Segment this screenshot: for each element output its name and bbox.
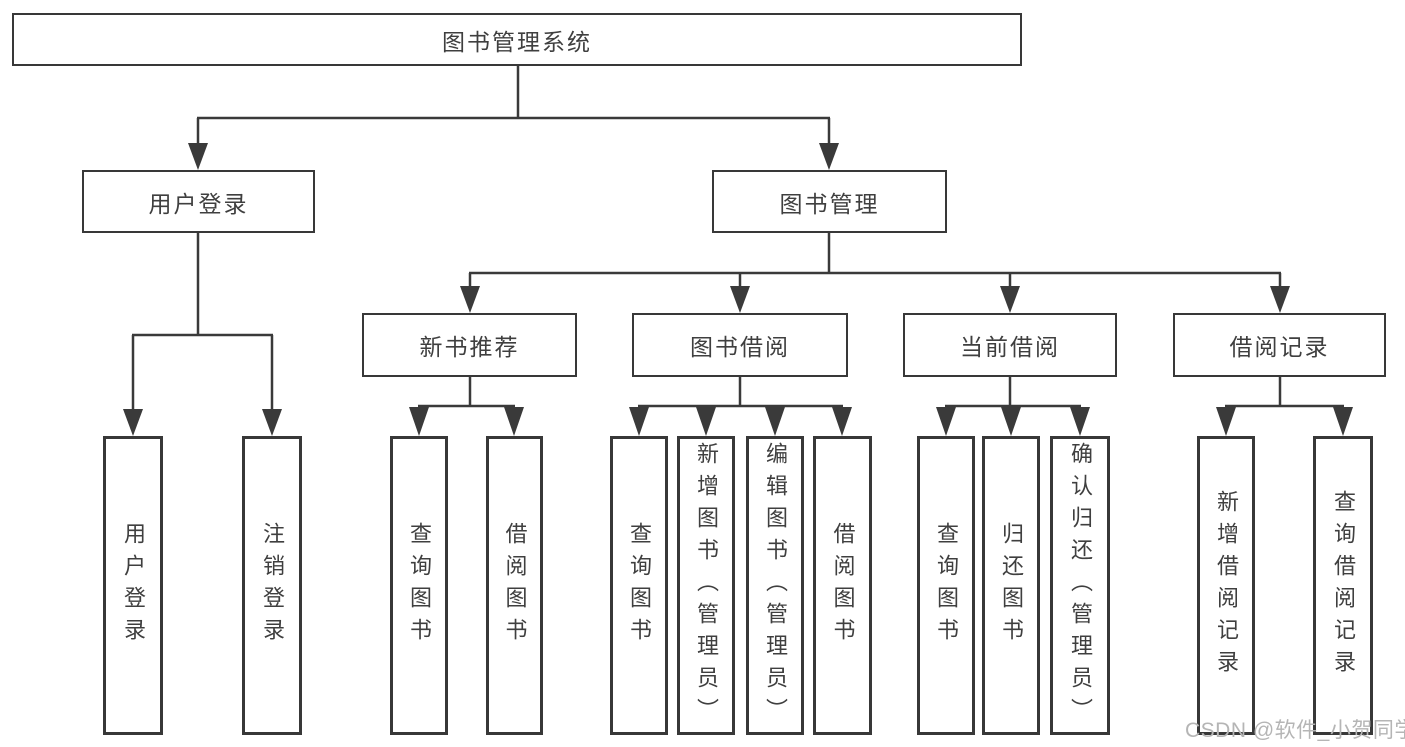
node-label: 查询借阅记录 [1331,489,1356,682]
connector-user-login-children [123,233,282,436]
node-book-management: 图书管理 [712,170,947,233]
connector-book-management-children [460,233,1290,313]
node-label: 图书管理 [779,190,880,217]
node-label: 注销登录 [260,521,285,650]
node-library-management-system: 图书管理系统 [12,13,1022,66]
node-label: 借阅图书 [830,521,856,650]
leaf-query-books-current: 查询图书 [917,436,975,735]
node-label: 查询图书 [407,521,432,650]
leaf-confirm-return-admin: 确认归还（管理员） [1050,436,1110,735]
node-label: 新增借阅记录 [1214,489,1239,682]
leaf-borrow-books-borrow: 借阅图书 [813,436,872,735]
node-book-borrowing: 图书借阅 [632,313,848,377]
leaf-add-borrow-record: 新增借阅记录 [1197,436,1255,735]
node-label: 借阅图书 [502,521,528,650]
node-label: 用户登录 [148,190,249,217]
leaf-edit-book-admin: 编辑图书（管理员） [746,436,804,735]
node-label: 新增图书（管理员） [694,441,719,730]
leaf-query-books-borrow: 查询图书 [610,436,668,735]
leaf-add-book-admin: 新增图书（管理员） [677,436,735,735]
connector-borrow-records-children [1216,377,1353,436]
csdn-watermark: CSDN @软件_小贺同学 [1185,719,1405,742]
node-borrowing-records: 借阅记录 [1173,313,1386,377]
node-label: 图书借阅 [690,334,790,360]
connector-new-book-children [409,377,524,436]
connector-root-to-level2 [188,66,839,170]
leaf-logout: 注销登录 [242,436,302,735]
node-label: 查询图书 [934,521,959,650]
node-new-book-recommendation: 新书推荐 [362,313,577,377]
node-label: 图书管理系统 [442,28,592,55]
leaf-return-book: 归还图书 [982,436,1040,735]
node-label: 查询图书 [627,521,652,650]
node-current-borrowing: 当前借阅 [903,313,1117,377]
node-label: 新书推荐 [419,334,520,360]
leaf-query-books-newbook: 查询图书 [390,436,448,735]
node-label: 借阅记录 [1229,334,1330,360]
node-label: 归还图书 [999,521,1024,650]
node-label: 当前借阅 [960,334,1060,360]
node-user-login: 用户登录 [82,170,315,233]
leaf-borrow-books-newbook: 借阅图书 [486,436,543,735]
node-label: 用户登录 [121,521,146,650]
leaf-user-login: 用户登录 [103,436,163,735]
connector-current-borrow-children [936,377,1090,436]
node-label: 确认归还（管理员） [1068,441,1093,730]
leaf-query-borrow-record: 查询借阅记录 [1313,436,1373,735]
connector-book-borrow-children [629,377,852,436]
node-label: 编辑图书（管理员） [763,441,788,730]
